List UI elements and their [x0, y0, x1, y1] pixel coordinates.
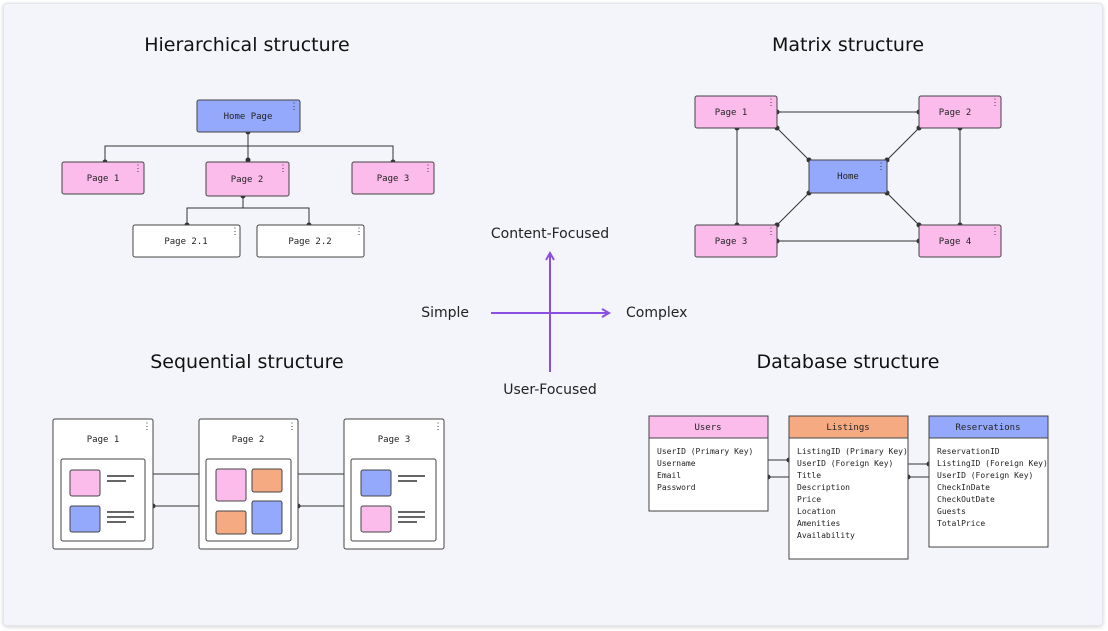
db-field: UserID (Foreign Key) [797, 459, 893, 468]
db-field: ListingID (Primary Key) [797, 447, 908, 456]
seq-page-3[interactable]: Page 3 ⋮ [343, 418, 445, 550]
db-connectors [768, 459, 929, 478]
matrix-node-home-label: Home [837, 172, 859, 182]
matrix-title: Matrix structure [772, 34, 924, 56]
matrix-node-page-1[interactable]: Page 1 ⋮ [694, 95, 778, 129]
hier-node-page-3-label: Page 3 [377, 174, 410, 184]
sequential-title: Sequential structure [150, 351, 344, 373]
db-table-users-header [648, 415, 769, 439]
hier-node-page-1[interactable]: Page 1 ⋮ [61, 161, 145, 195]
db-field: UserID (Foreign Key) [937, 471, 1033, 480]
hier-connector-level1 [104, 132, 394, 162]
db-field: UserID (Primary Key) [657, 447, 753, 456]
db-table-users[interactable]: Users UserID (Primary Key) Username Emai… [648, 415, 769, 512]
seq-page-2[interactable]: Page 2 ⋮ [198, 418, 299, 550]
db-field: Username [657, 459, 696, 468]
more-icon[interactable]: ⋮ [424, 163, 433, 173]
more-icon[interactable]: ⋮ [134, 163, 143, 173]
db-field: Password [657, 483, 696, 492]
axis-label-top: Content-Focused [491, 226, 609, 242]
more-icon[interactable]: ⋮ [231, 226, 240, 236]
hier-node-page-1-label: Page 1 [87, 174, 120, 184]
db-table-reservations[interactable]: Reservations ReservationID ListingID (Fo… [928, 415, 1049, 548]
sequential-connectors [149, 473, 351, 507]
hier-node-page-2-2-label: Page 2.2 [288, 237, 331, 247]
db-field: CheckOutDate [937, 495, 995, 504]
matrix-node-page-3-label: Page 3 [715, 237, 748, 247]
axis-label-left: Simple [421, 305, 469, 321]
seq-page-1[interactable]: Page 1 ⋮ [52, 418, 154, 550]
db-field: Amenities [797, 519, 841, 528]
db-field: Email [657, 471, 681, 480]
db-field: TotalPrice [937, 519, 985, 528]
db-table-listings[interactable]: Listings ListingID (Primary Key) UserID … [788, 415, 909, 560]
db-field: Description [797, 483, 850, 492]
more-icon[interactable]: ⋮ [991, 226, 1000, 236]
diagram-svg: Hierarchical structure Matrix structure … [52, 34, 1049, 560]
db-table-listings-header [788, 415, 909, 439]
more-icon[interactable]: ⋮ [767, 97, 776, 107]
matrix-node-page-3[interactable]: Page 3 ⋮ [694, 224, 778, 258]
db-field: CheckInDate [937, 483, 990, 492]
more-icon[interactable]: ⋮ [143, 421, 152, 431]
hier-node-page-2-2[interactable]: Page 2.2 ⋮ [256, 224, 365, 258]
hier-node-page-2-1-label: Page 2.1 [164, 237, 207, 247]
db-field: Title [797, 471, 821, 480]
db-table-users-name: Users [694, 423, 721, 433]
db-field: Price [797, 495, 821, 504]
more-icon[interactable]: ⋮ [279, 163, 288, 173]
matrix-node-home[interactable]: Home ⋮ [808, 159, 888, 194]
seq-page-3-title: Page 3 [378, 435, 411, 445]
more-icon[interactable]: ⋮ [288, 421, 297, 431]
matrix-node-page-1-label: Page 1 [715, 108, 748, 118]
database-title: Database structure [757, 351, 940, 373]
matrix-node-page-2-label: Page 2 [939, 108, 972, 118]
hier-node-page-3[interactable]: Page 3 ⋮ [351, 161, 435, 195]
hier-node-page-2-label: Page 2 [231, 175, 264, 185]
more-icon[interactable]: ⋮ [991, 97, 1000, 107]
more-icon[interactable]: ⋮ [290, 101, 299, 111]
more-icon[interactable]: ⋮ [767, 226, 776, 236]
matrix-node-page-4-label: Page 4 [939, 237, 972, 247]
hierarchical-title: Hierarchical structure [144, 34, 350, 56]
hier-node-home-label: Home Page [224, 112, 273, 122]
hier-node-home[interactable]: Home Page ⋮ [196, 99, 301, 133]
db-field: ReservationID [937, 447, 1000, 456]
more-icon[interactable]: ⋮ [355, 226, 364, 236]
axis-cross: Content-Focused User-Focused Simple Comp… [421, 226, 687, 398]
seq-page-2-title: Page 2 [232, 435, 265, 445]
more-icon[interactable]: ⋮ [434, 421, 443, 431]
db-table-reservations-header [928, 415, 1049, 439]
hier-connector-level2 [186, 196, 310, 225]
db-field: Guests [937, 507, 966, 516]
db-table-listings-name: Listings [826, 423, 869, 433]
diagram-canvas: Hierarchical structure Matrix structure … [3, 3, 1103, 626]
db-table-reservations-name: Reservations [955, 423, 1020, 433]
db-field: Availability [797, 531, 855, 540]
db-field: Location [797, 507, 836, 516]
seq-page-1-title: Page 1 [87, 435, 120, 445]
hier-node-page-2-1[interactable]: Page 2.1 ⋮ [132, 224, 241, 258]
more-icon[interactable]: ⋮ [877, 161, 886, 171]
hier-node-page-2[interactable]: Page 2 ⋮ [205, 161, 290, 197]
axis-label-bottom: User-Focused [503, 382, 597, 398]
matrix-node-page-2[interactable]: Page 2 ⋮ [918, 95, 1002, 129]
matrix-connectors [736, 111, 961, 242]
matrix-node-page-4[interactable]: Page 4 ⋮ [918, 224, 1002, 258]
db-field: ListingID (Foreign Key) [937, 459, 1048, 468]
axis-label-right: Complex [626, 305, 687, 321]
